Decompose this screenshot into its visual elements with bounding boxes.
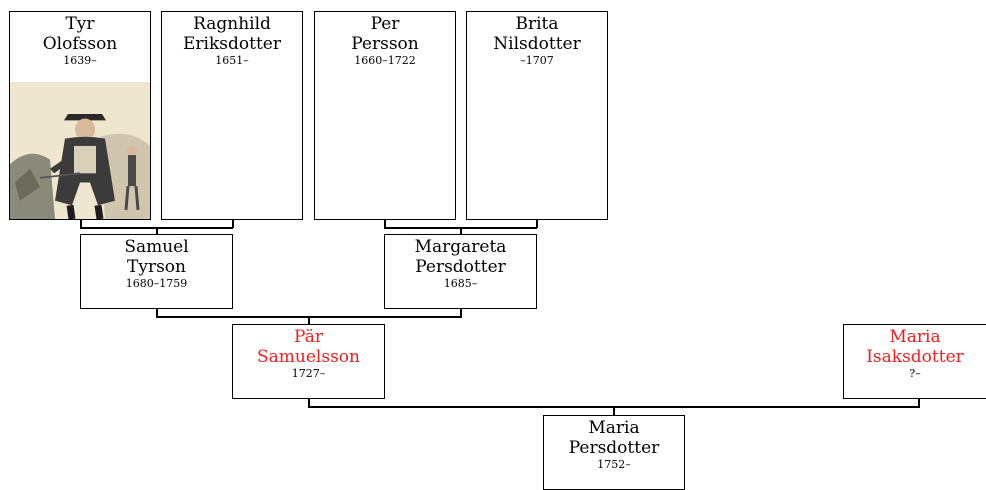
connector-gen2-to-par <box>308 316 310 324</box>
person-name: Brita Nilsdotter <box>493 14 581 54</box>
person-years: 1651– <box>215 54 249 67</box>
person-name: Maria Persdotter <box>568 418 660 458</box>
person-years: –1707 <box>520 54 554 67</box>
person-years: 1639– <box>63 54 97 67</box>
connector-gen1a-to-samuel <box>156 227 158 234</box>
person-years: ?– <box>909 367 921 380</box>
connector-samuel-down <box>156 308 158 317</box>
connector-par-down <box>308 398 310 407</box>
connector-gen1b-to-margareta <box>460 227 462 234</box>
connector-brita-down <box>536 219 538 228</box>
person-years: 1660–1722 <box>354 54 416 67</box>
person-name: Ragnhild Eriksdotter <box>183 14 281 54</box>
person-card-ragnhild-eriksdotter[interactable]: Ragnhild Eriksdotter 1651– <box>161 11 303 220</box>
person-name: Maria Isaksdotter <box>866 327 964 367</box>
person-name: Per Persson <box>351 14 419 54</box>
soldier-portrait-image <box>10 82 150 219</box>
person-card-samuel-tyrson[interactable]: Samuel Tyrson 1680–1759 <box>80 234 233 309</box>
connector-margareta-down <box>460 308 462 317</box>
person-card-par-samuelsson[interactable]: Pär Samuelsson 1727– <box>232 324 385 399</box>
person-years: 1752– <box>597 458 631 471</box>
person-years: 1680–1759 <box>125 277 188 290</box>
person-name: Samuel Tyrson <box>124 237 189 277</box>
connector-ragnhild-down <box>232 219 234 228</box>
person-name: Margareta Persdotter <box>414 237 507 277</box>
connector-maria-i-down <box>918 398 920 407</box>
person-name: Pär Samuelsson <box>257 327 360 367</box>
person-card-maria-isaksdotter[interactable]: Maria Isaksdotter ?– <box>843 324 986 399</box>
person-name: Tyr Olofsson <box>42 14 118 54</box>
person-card-margareta-persdotter[interactable]: Margareta Persdotter 1685– <box>384 234 537 309</box>
person-years: 1685– <box>443 277 478 290</box>
connector-per-down <box>384 219 386 228</box>
connector-tyr-down <box>80 219 82 228</box>
person-card-per-persson[interactable]: Per Persson 1660–1722 <box>314 11 456 220</box>
person-years: 1727– <box>291 367 326 380</box>
connector-gen3-to-maria-p <box>613 406 615 415</box>
person-card-tyr-olofsson[interactable]: Tyr Olofsson 1639– <box>9 11 151 220</box>
person-card-maria-persdotter[interactable]: Maria Persdotter 1752– <box>543 415 685 490</box>
person-card-brita-nilsdotter[interactable]: Brita Nilsdotter –1707 <box>466 11 608 220</box>
